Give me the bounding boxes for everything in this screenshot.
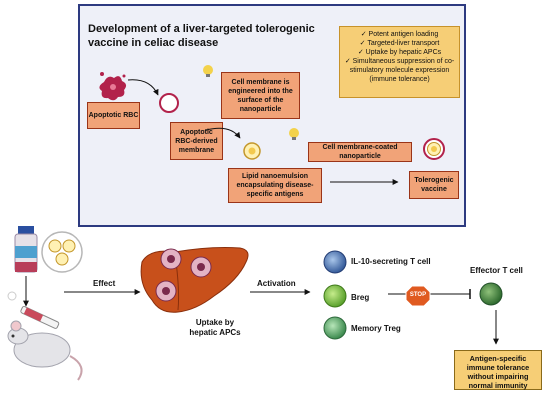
il10-t-cell-label: IL-10-secreting T cell xyxy=(351,257,431,266)
feature-item: ✓ Simultaneous suppression of co-stimula… xyxy=(344,58,455,83)
stop-sign-text: STOP xyxy=(409,292,427,298)
feature-item: ✓ Targeted-liver transport xyxy=(359,40,440,47)
mouse-icon xyxy=(7,320,83,381)
engineered-membrane-box: Cell membrane is engineered into the sur… xyxy=(221,72,300,119)
breg-label: Breg xyxy=(351,293,370,302)
nanoparticle-cluster-icon xyxy=(41,231,83,273)
il10-t-cell-icon xyxy=(323,250,347,274)
effect-label: Effect xyxy=(93,279,116,288)
immune-tolerance-outcome-box: Antigen-specific immune tolerance withou… xyxy=(454,350,542,390)
hepatic-apc-icon xyxy=(155,280,177,302)
coated-nanoparticle-box: Cell membrane-coated nanoparticle xyxy=(308,142,412,162)
hepatic-apc-icon xyxy=(190,256,212,278)
uptake-label: Uptake by hepatic APCs xyxy=(189,318,241,337)
lipid-nanoemulsion-box: Lipid nanoemulsion encapsulating disease… xyxy=(228,168,322,203)
effector-t-cell-icon xyxy=(479,282,503,306)
vaccine-vial-icon xyxy=(14,226,38,273)
rbc-membrane-box: Apoptotic RBC-derived membrane xyxy=(170,122,223,160)
hepatic-apc-icon xyxy=(160,248,182,270)
activation-label: Activation xyxy=(257,279,296,288)
syringe-icon xyxy=(20,305,60,329)
memory-treg-icon xyxy=(323,316,347,340)
memory-treg-label: Memory Treg xyxy=(351,324,401,333)
tolerogenic-vaccine-box: Tolerogenic vaccine xyxy=(409,171,459,199)
apoptotic-rbc-box: Apoptotic RBC xyxy=(87,102,140,129)
breg-icon xyxy=(323,284,347,308)
effector-t-cell-label: Effector T cell xyxy=(470,266,523,275)
feature-item: ✓ Uptake by hepatic APCs xyxy=(357,49,442,56)
features-box: ✓ Potent antigen loading ✓ Targeted-live… xyxy=(339,26,460,98)
liver-icon xyxy=(140,247,249,313)
diagram-title: Development of a liver-targeted toleroge… xyxy=(88,23,315,49)
feature-item: ✓ Potent antigen loading xyxy=(360,31,439,38)
